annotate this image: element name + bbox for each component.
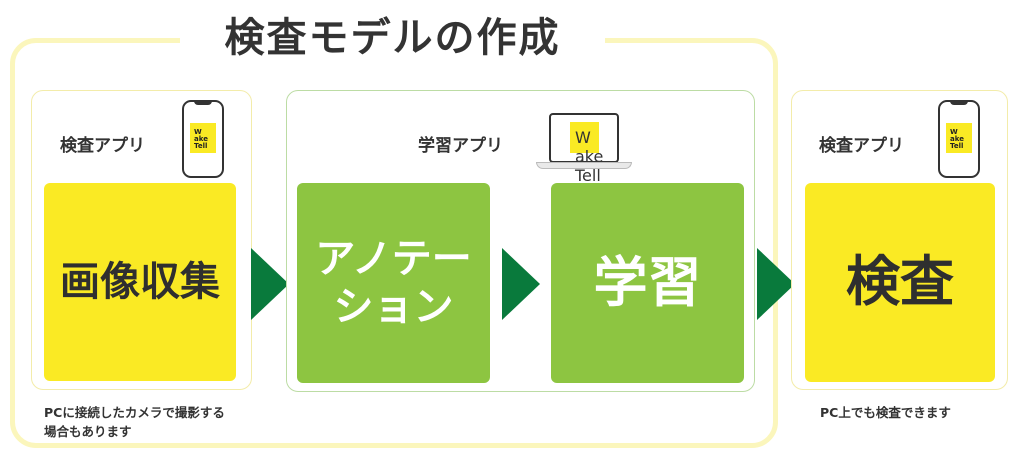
arrow-right-icon [757,248,795,320]
step-image-collection: 画像収集 [44,183,236,381]
laptop-base [536,162,632,169]
left-note-line1: PCに接続したカメラで撮影する [44,405,225,420]
right-note: PC上でも検査できます [820,405,951,420]
arrow-right-icon [251,248,289,320]
diagram-title: 検査モデルの作成 [224,15,561,61]
left-note: PCに接続したカメラで撮影する 場合もあります [44,403,225,442]
left-app-label: 検査アプリ [60,136,145,156]
title-background [180,8,605,60]
step-annotation: アノテー ション [297,183,490,383]
right-app-label: 検査アプリ [819,136,904,156]
left-note-line2: 場合もあります [44,424,132,440]
arrow-right-icon [502,248,540,320]
step-learning: 学習 [551,183,744,383]
middle-app-label: 学習アプリ [418,136,503,156]
step-inspection: 検査 [805,183,995,382]
